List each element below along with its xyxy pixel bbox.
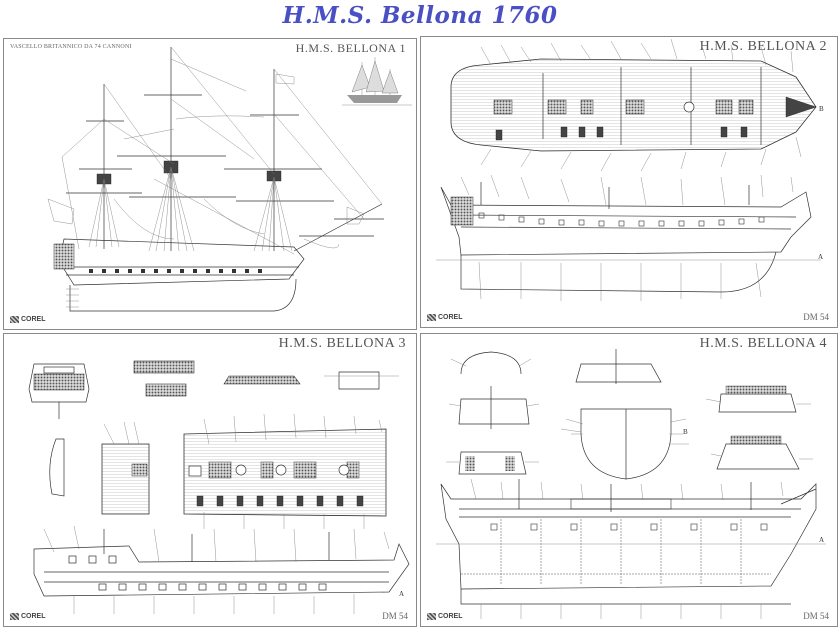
- sheet-title: H.M.S. BELLONA 3: [278, 336, 406, 351]
- corel-logo: COREL: [427, 613, 463, 620]
- plan-sheet-1: VASCELLO BRITANNICO DA 74 CANNONI H.M.S.…: [3, 38, 417, 330]
- cross-section-drawing: B A: [436, 349, 826, 619]
- corel-mark-icon: [10, 613, 19, 620]
- section-marker-b: B: [683, 428, 688, 436]
- corel-mark-icon: [427, 314, 436, 321]
- plan-sheet-4: H.M.S. BELLONA 4 B: [420, 333, 838, 627]
- sheet-title: H.M.S. BELLONA 1: [295, 41, 406, 55]
- gun-deck-drawing: A: [28, 360, 410, 614]
- section-marker-a: A: [819, 536, 824, 544]
- corel-logo: COREL: [10, 613, 46, 620]
- deck-plan-drawing: B A: [436, 38, 824, 301]
- corel-logo: COREL: [10, 316, 46, 323]
- corel-mark-icon: [10, 316, 19, 323]
- rigging-profile-drawing: [47, 46, 412, 312]
- model-code: DM 54: [382, 611, 408, 621]
- plan-sheet-2: H.M.S. BELLONA 2 B: [420, 36, 838, 328]
- model-code: DM 54: [803, 611, 829, 621]
- sheet-title: H.M.S. BELLONA 2: [699, 39, 827, 54]
- corel-mark-icon: [427, 613, 436, 620]
- inset-ship-sketch: [342, 57, 412, 106]
- section-marker-a: A: [399, 590, 404, 598]
- model-code: DM 54: [803, 312, 829, 322]
- sheet-subtitle: VASCELLO BRITANNICO DA 74 CANNONI: [10, 44, 132, 50]
- sheet-title: H.M.S. BELLONA 4: [699, 336, 827, 351]
- section-marker-a: A: [818, 253, 823, 261]
- page-title: H.M.S. Bellona 1760: [282, 2, 558, 29]
- section-marker-b: B: [819, 105, 824, 113]
- plan-sheet-3: H.M.S. BELLONA 3: [3, 333, 417, 627]
- corel-logo: COREL: [427, 314, 463, 321]
